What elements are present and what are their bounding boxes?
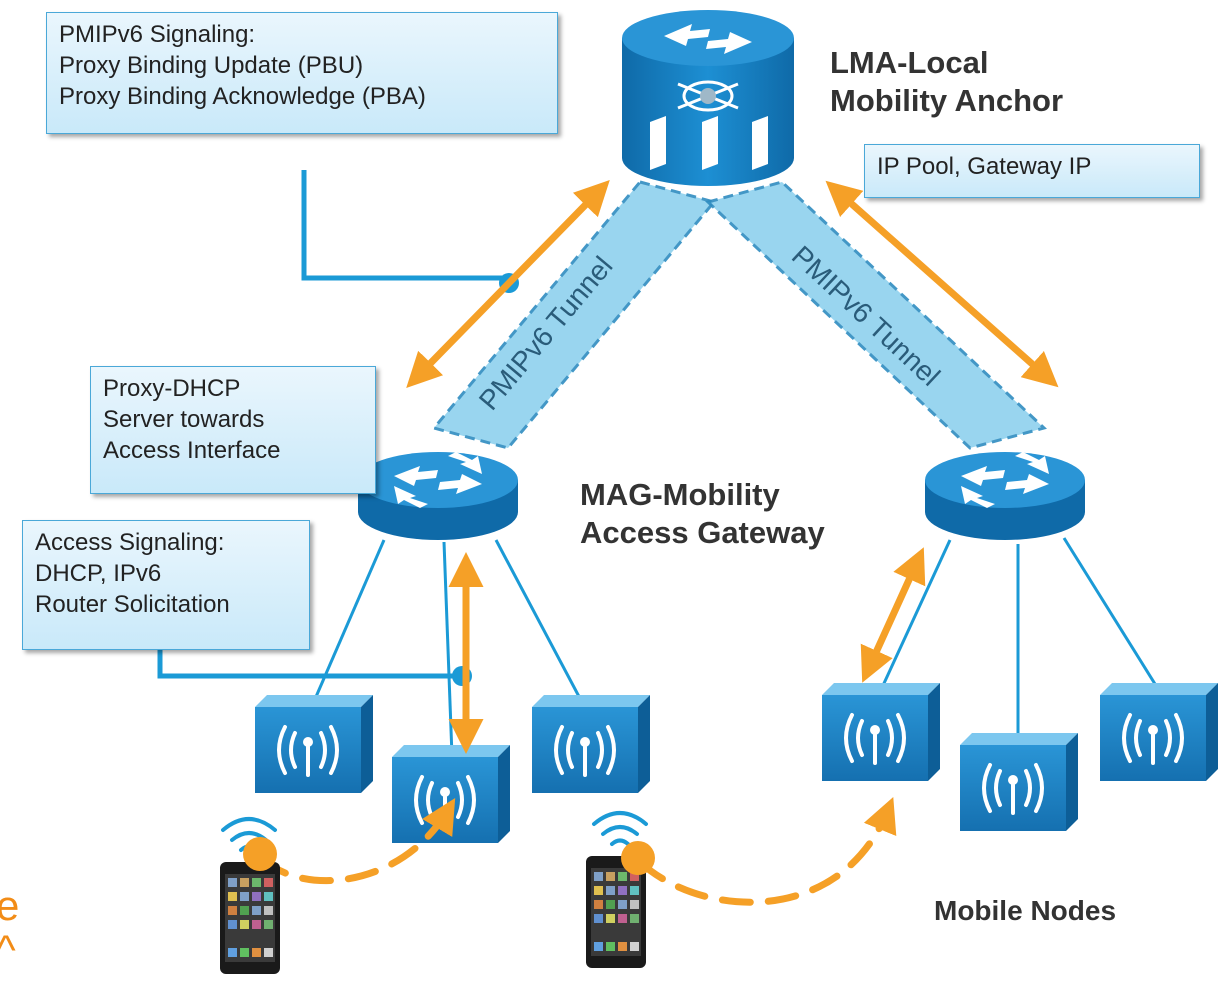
access-point-3-icon — [530, 693, 652, 795]
arrow-lma-mag-right — [825, 180, 1059, 388]
access-signaling-line-2: DHCP, IPv6 — [35, 560, 162, 587]
access-point-4-icon — [820, 681, 942, 783]
ip-pool-callout: IP Pool, Gateway IP — [864, 144, 1200, 198]
proxy-dhcp-line-3: Access Interface — [103, 437, 281, 464]
access-signaling-line-3: Router Solicitation — [35, 591, 230, 618]
proxy-dhcp-line-1: Proxy-DHCP — [103, 375, 241, 402]
handover-path-right — [636, 797, 897, 906]
arrow-mag-ap-right — [860, 547, 926, 683]
lma-label: LMA-Local Mobility Anchor — [830, 44, 1063, 120]
mobile-nodes-label: Mobile Nodes — [934, 895, 1117, 926]
access-point-1-icon — [253, 693, 375, 795]
arrow-lma-mag-left — [406, 179, 610, 389]
mag-router-right-icon — [925, 452, 1085, 540]
lma-label-line-2: Mobility Anchor — [830, 83, 1064, 118]
cropped-side-text-line-2: ^ — [0, 926, 16, 973]
wifi-signal-right-icon — [592, 811, 648, 846]
access-point-6-icon — [1098, 681, 1220, 783]
mag-label-line-2: Access Gateway — [580, 515, 825, 550]
mobile-node-left-icon — [220, 862, 280, 974]
proxy-dhcp-line-2: Server towards — [103, 406, 265, 433]
access-signaling-callout: Access Signaling: DHCP, IPv6 Router Soli… — [22, 520, 310, 650]
ip-pool-text: IP Pool, Gateway IP — [877, 153, 1092, 180]
mobile-node-left-dot — [243, 837, 277, 871]
access-point-5-icon — [958, 731, 1080, 833]
lma-cylinder-icon — [622, 10, 794, 186]
lma-label-line-1: LMA-Local — [830, 45, 989, 80]
pmip-signaling-callout: PMIPv6 Signaling: Proxy Binding Update (… — [46, 12, 558, 134]
pmip-signaling-pbu: Proxy Binding Update (PBU) — [59, 52, 364, 79]
mobile-node-right-dot — [621, 841, 655, 875]
mag-router-left-icon — [358, 452, 518, 540]
pmip-signaling-title: PMIPv6 Signaling: — [59, 21, 256, 48]
access-point-2-icon — [390, 743, 512, 845]
proxy-dhcp-callout: Proxy-DHCP Server towards Access Interfa… — [90, 366, 376, 494]
cropped-side-text-line-1: e — [0, 882, 20, 929]
access-signaling-title: Access Signaling: — [35, 529, 225, 556]
mag-label-line-1: MAG-Mobility — [580, 477, 780, 512]
pmip-signaling-pba: Proxy Binding Acknowledge (PBA) — [59, 83, 426, 110]
cropped-side-text: e ^ — [0, 884, 19, 972]
mag-label: MAG-Mobility Access Gateway — [580, 476, 825, 552]
